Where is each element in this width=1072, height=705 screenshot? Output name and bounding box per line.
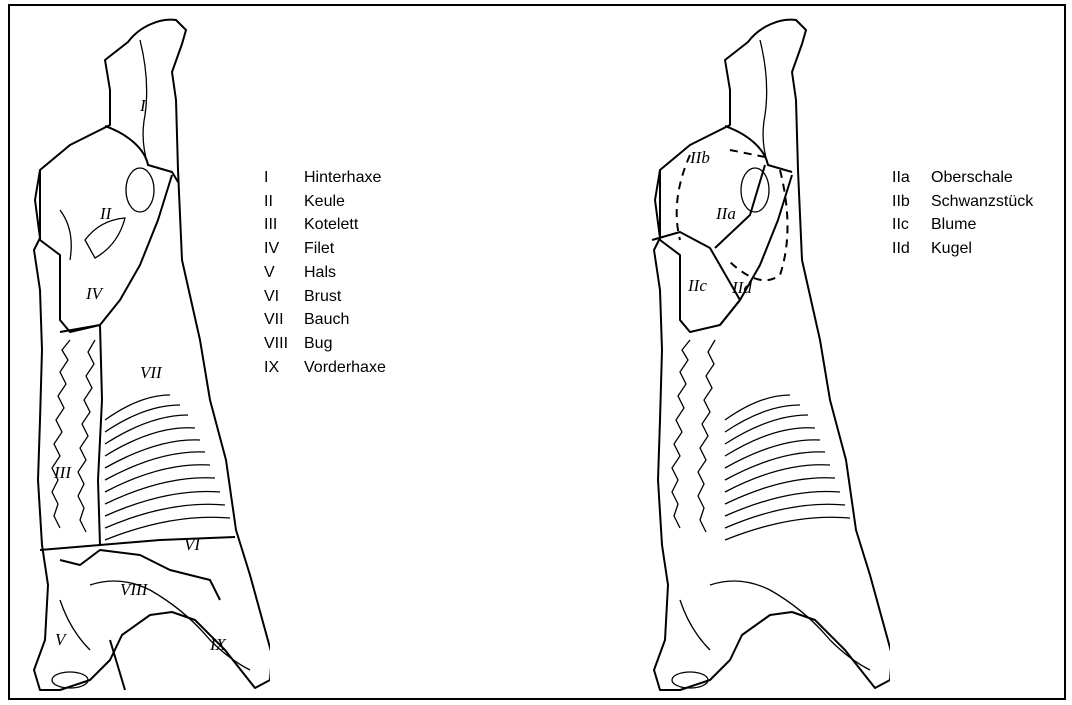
region-label-V: V	[55, 630, 65, 650]
legend-name: Filet	[304, 237, 334, 261]
legend-num: IIc	[892, 213, 931, 237]
legend-name: Bug	[304, 332, 332, 356]
region-label-I: I	[140, 96, 146, 116]
region-label-IX: IX	[210, 635, 226, 655]
legend-num: VII	[264, 308, 304, 332]
legend-num: I	[264, 166, 304, 190]
region-label-IIb: IIb	[690, 148, 710, 168]
legend-name: Oberschale	[931, 166, 1013, 190]
region-label-II: II	[100, 204, 111, 224]
legend-num: IV	[264, 237, 304, 261]
legend-num: IIa	[892, 166, 931, 190]
legend-name: Kugel	[931, 237, 972, 261]
legend-name: Keule	[304, 190, 345, 214]
legend-name: Schwanzstück	[931, 190, 1033, 214]
legend-name: Bauch	[304, 308, 349, 332]
region-label-IIa: IIa	[716, 204, 736, 224]
region-label-IId: IId	[732, 278, 752, 298]
legend-name: Hals	[304, 261, 336, 285]
legend-name: Hinterhaxe	[304, 166, 381, 190]
carcass-outline	[654, 20, 890, 690]
region-label-IV: IV	[86, 284, 102, 304]
region-label-VI: VI	[184, 535, 200, 555]
legend-name: Kotelett	[304, 213, 358, 237]
legend-num: V	[264, 261, 304, 285]
legend-num: IId	[892, 237, 931, 261]
legend-name: Vorderhaxe	[304, 356, 386, 380]
legend-num: III	[264, 213, 304, 237]
legend-name: Brust	[304, 285, 341, 309]
legend-num: IX	[264, 356, 304, 380]
legend-num: II	[264, 190, 304, 214]
region-label-IIc: IIc	[688, 276, 707, 296]
region-label-VII: VII	[140, 363, 162, 383]
right-carcass-diagram	[620, 0, 890, 705]
legend-num: VI	[264, 285, 304, 309]
legend-num: IIb	[892, 190, 931, 214]
region-label-VIII: VIII	[120, 580, 147, 600]
legend-name: Blume	[931, 213, 976, 237]
region-label-III: III	[54, 463, 71, 483]
legend-num: VIII	[264, 332, 304, 356]
carcass-outline	[34, 20, 270, 690]
